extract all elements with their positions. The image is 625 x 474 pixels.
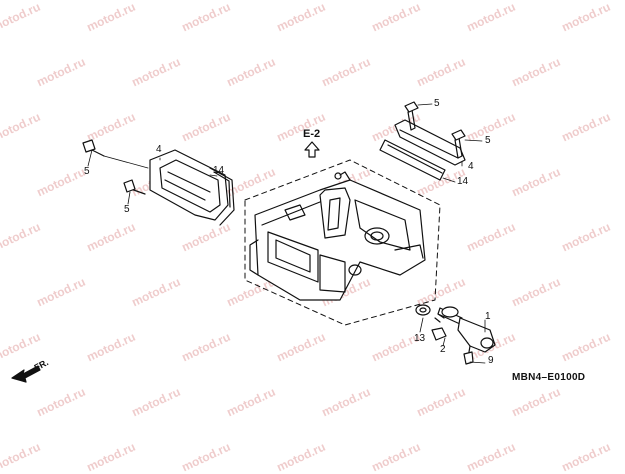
callout-4-right: 4: [468, 161, 474, 172]
callout-5-left-top: 5: [84, 166, 90, 177]
callout-4-left: 4: [156, 144, 162, 155]
callout-5-left-bottom: 5: [124, 204, 130, 215]
reference-label: E-2: [303, 128, 321, 140]
callout-1: 1: [485, 311, 491, 322]
diagram-code: MBN4–E0100D: [512, 372, 586, 383]
callout-13: 13: [414, 333, 426, 344]
callout-14-right: 14: [457, 176, 469, 187]
callout-14-left: 14: [213, 165, 225, 176]
callout-9: 9: [488, 355, 494, 366]
reference-arrow: [304, 141, 320, 158]
front-arrow: [11, 365, 41, 383]
throttle-lever-assembly: [415, 304, 496, 365]
callout-5-top: 5: [434, 98, 440, 109]
right-cover-assembly: [379, 101, 466, 181]
leader-lines: [87, 103, 486, 364]
left-cover-assembly: [82, 139, 235, 226]
callout-2: 2: [440, 344, 446, 355]
intake-manifold: [249, 171, 426, 301]
assembly-outline: [244, 159, 441, 326]
callout-5-right: 5: [485, 135, 491, 146]
